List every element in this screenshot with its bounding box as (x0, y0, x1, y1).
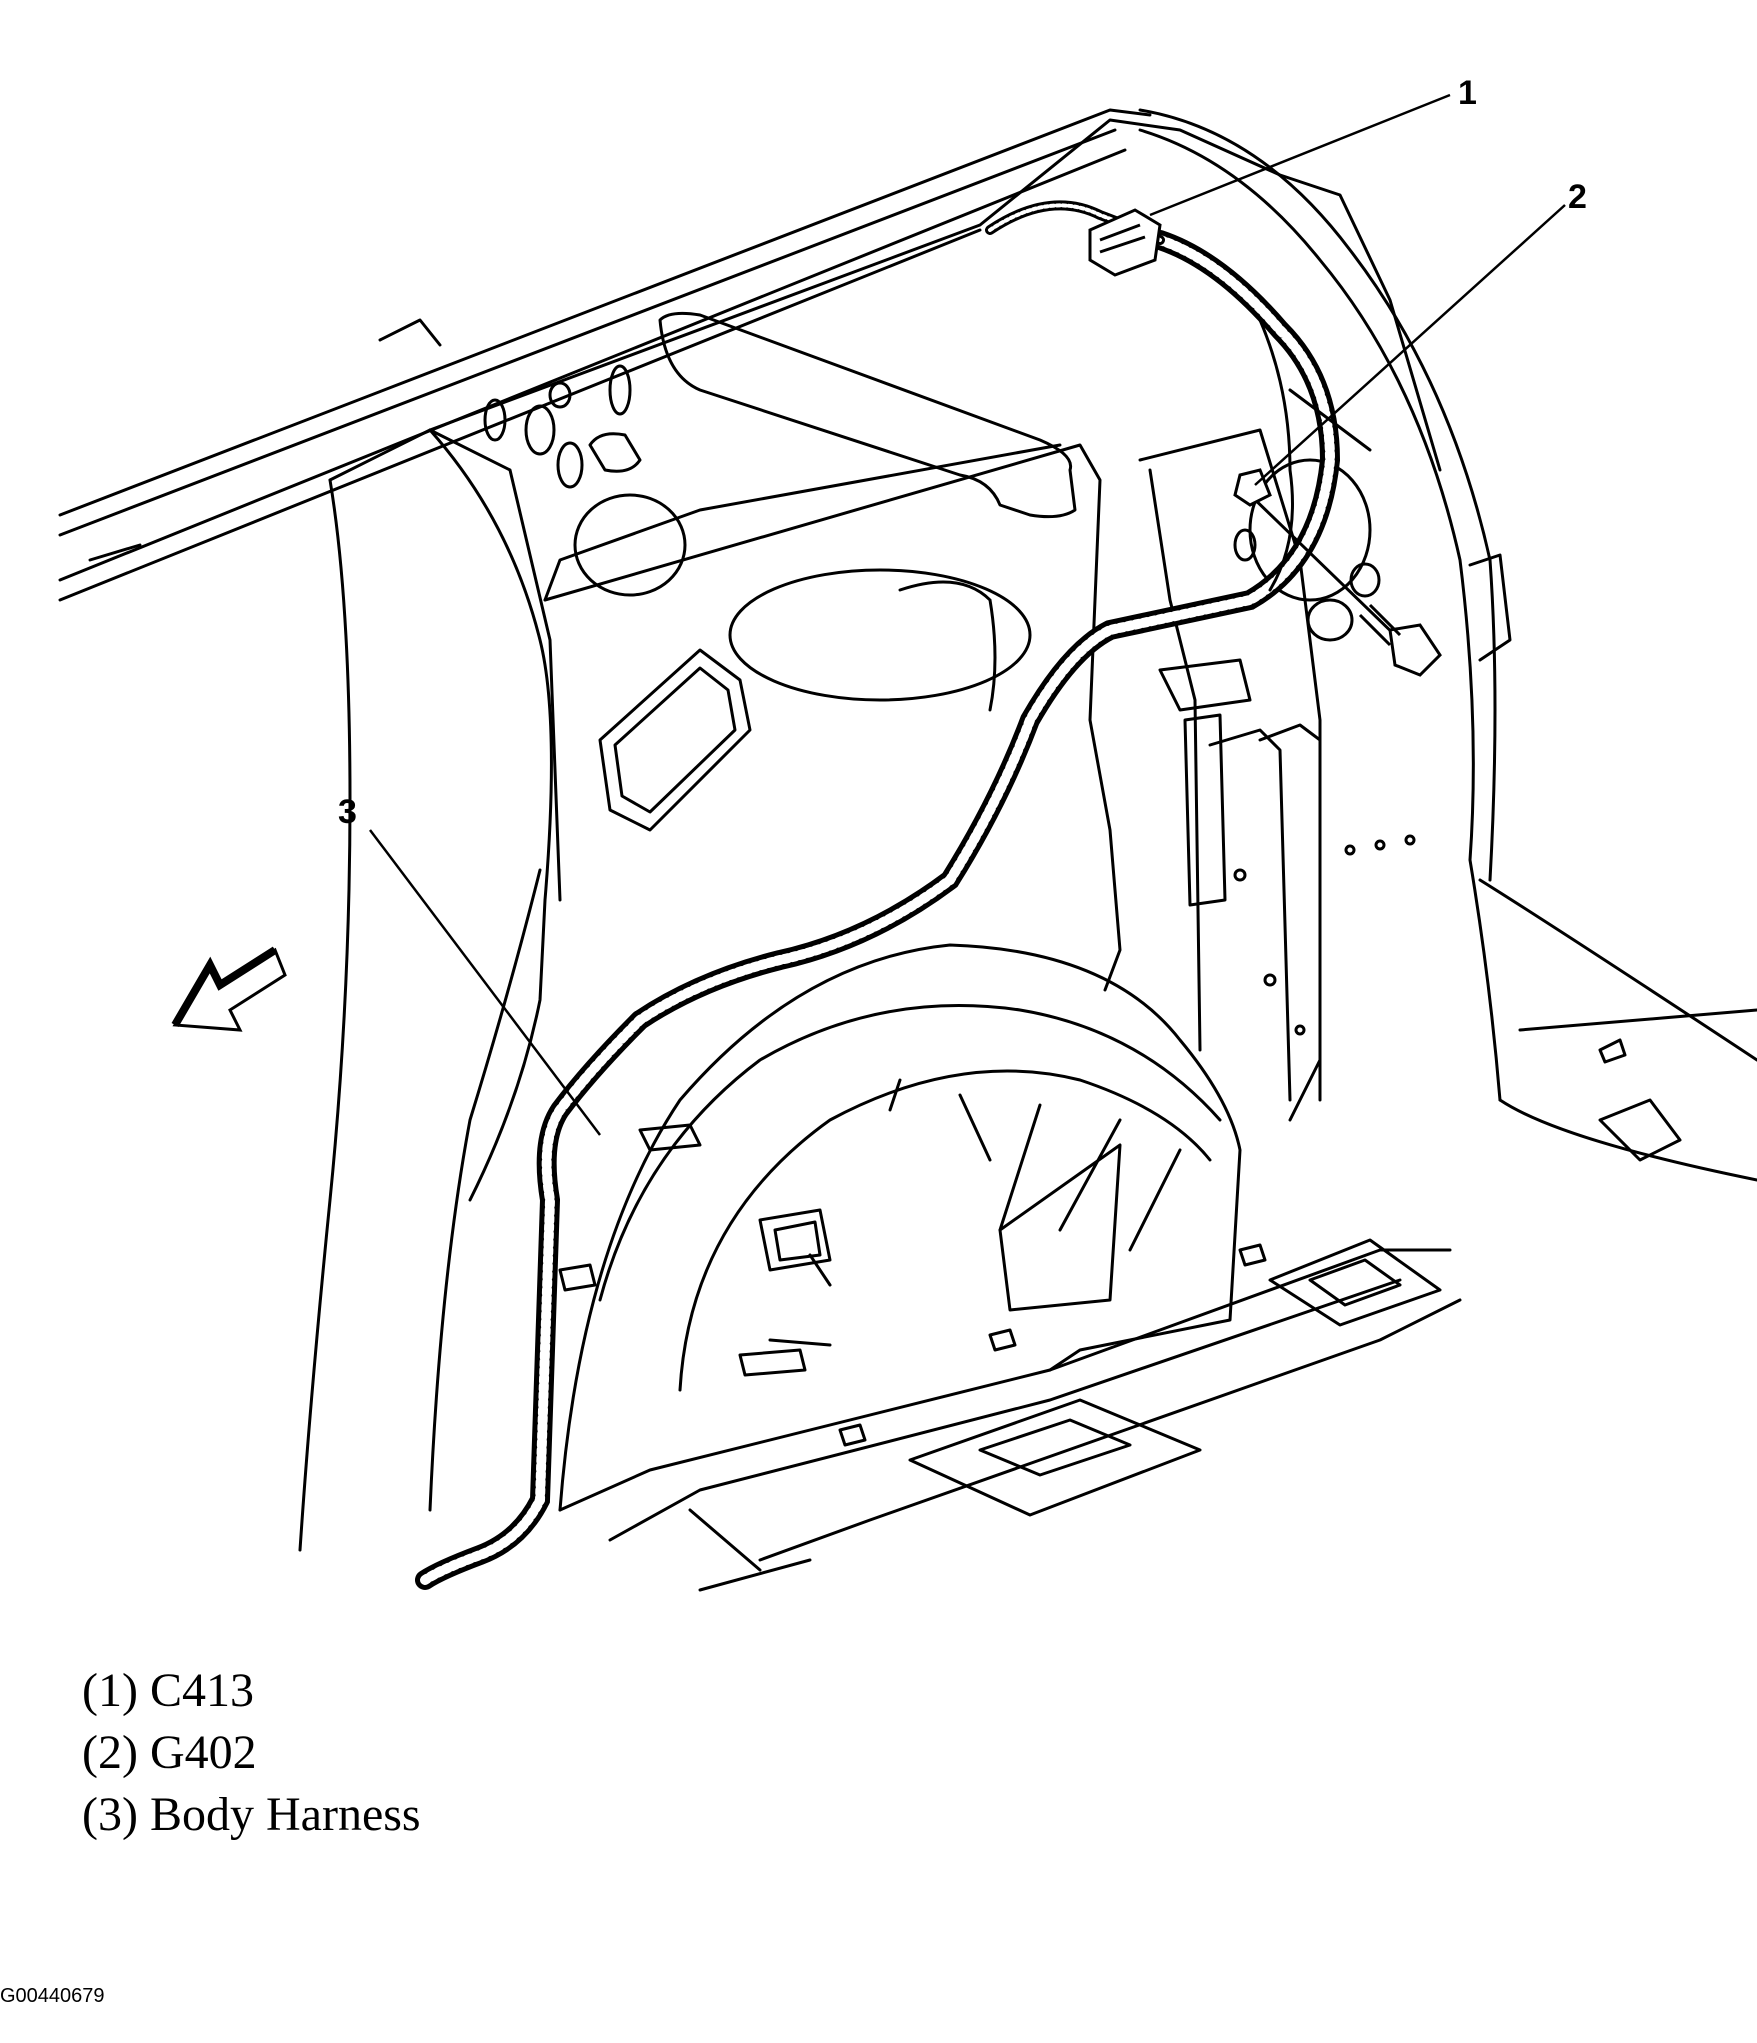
floor-panel (558, 1248, 1452, 1512)
floor-panel (608, 1278, 1402, 1542)
wheel-house (558, 943, 1242, 1512)
panel-hole (588, 432, 642, 473)
legend-prefix: (2) (82, 1726, 138, 1779)
callout-number-1: 1 (1458, 74, 1477, 112)
panel-hole (1344, 844, 1356, 856)
trunk-floor (1598, 1098, 1682, 1162)
callout-leaders (369, 93, 1566, 1136)
callout-number-2: 2 (1568, 178, 1587, 216)
wheel-house-slot (638, 1123, 702, 1152)
panel-opening (613, 666, 737, 814)
roof-rail (58, 108, 1152, 602)
leader-line-1 (1149, 93, 1451, 217)
trunk-floor (1518, 1008, 1757, 1032)
wheel-house-rib (1128, 1148, 1182, 1252)
wheel-house-slot (738, 1348, 807, 1377)
c-pillar (328, 428, 553, 1202)
trunk-floor (1478, 878, 1757, 1062)
callout-number-3: 3 (338, 793, 357, 831)
panel-hole (1294, 1024, 1306, 1036)
floor-panel (688, 1508, 762, 1572)
legend-text: C413 (149, 1664, 254, 1717)
panel-hole (1349, 562, 1381, 598)
wheel-house-slot (558, 1263, 597, 1292)
forward-arrow-icon (171, 946, 287, 1032)
panel-hole (524, 404, 556, 456)
upper-rear-panel (428, 428, 562, 902)
rear-pillar-right (1208, 728, 1292, 1102)
panel-opening (598, 648, 752, 832)
panel-hole (1263, 973, 1277, 987)
wheel-house-rib (888, 1078, 902, 1112)
panel-opening (573, 493, 687, 597)
wheel-house-pocket (773, 1220, 822, 1262)
legend-item: (2) G402 (82, 1722, 421, 1784)
connector-icon (1088, 208, 1162, 277)
panel-hole (556, 441, 584, 489)
wheel-house-rib (998, 1103, 1042, 1232)
floor-pocket (1268, 1238, 1442, 1327)
floor-tab (838, 1423, 867, 1447)
panel-hole (1404, 834, 1416, 846)
c-pillar (428, 868, 542, 1512)
tail-lamp-pocket (1468, 553, 1512, 662)
floor-panel (758, 1298, 1462, 1562)
trunk-floor (1598, 1038, 1627, 1064)
legend-item: (1) C413 (82, 1660, 421, 1722)
leader-line-3 (369, 829, 601, 1136)
floor-tab (988, 1328, 1017, 1352)
rear-pillar-right (1138, 428, 1322, 1122)
panel-hole (548, 381, 572, 409)
panel-hole (1233, 528, 1257, 562)
wheel-house-pocket (998, 1143, 1122, 1312)
wheel-house (598, 1004, 1222, 1302)
panel-hole (1233, 868, 1247, 882)
figure-id: G00440679 (0, 1985, 105, 2007)
wheel-house-rib (958, 1093, 992, 1162)
floor-pocket (1308, 1258, 1402, 1307)
legend-prefix: (3) (82, 1788, 138, 1841)
legend-text: G402 (149, 1726, 257, 1779)
legend-item: (3) Body Harness (82, 1784, 421, 1846)
wheel-house-rib (1058, 1118, 1122, 1232)
vehicle-body-line-drawing (58, 93, 1757, 1592)
outer-quarter-edge (1138, 108, 1497, 882)
panel-opening (728, 568, 1032, 702)
wheel-house-pocket (758, 1208, 832, 1272)
panel-hole (1374, 839, 1386, 851)
floor-tab (1238, 1243, 1267, 1267)
outer-quarter-edge (1138, 128, 1502, 1102)
panel-hole (483, 398, 507, 442)
rear-pillar-right (1148, 468, 1202, 1052)
wheel-house-rib (768, 1338, 832, 1347)
rear-pillar-right (1258, 723, 1322, 1102)
legend-prefix: (1) (82, 1664, 138, 1717)
upper-rear-panel (428, 118, 1442, 472)
rear-window-opening (658, 311, 1077, 519)
legend-text: Body Harness (149, 1788, 421, 1841)
trunk-floor (1498, 1098, 1757, 1182)
floor-pocket (908, 1398, 1202, 1517)
inner-quarter-panel (543, 443, 1062, 602)
bolt-icon (1233, 468, 1442, 677)
panel-hole (608, 364, 632, 416)
floor-panel (698, 1558, 812, 1592)
leader-line-2 (1254, 204, 1566, 486)
latch-bracket (1158, 658, 1252, 712)
body-harness (415, 200, 1372, 1590)
wheel-house (678, 1069, 1212, 1392)
c-pillar (298, 478, 352, 1552)
panel-hole (1306, 598, 1354, 642)
wheel-house-rib (808, 1253, 832, 1287)
floor-pocket (978, 1418, 1132, 1477)
inner-quarter-panel (543, 443, 1122, 992)
legend: (1) C413 (2) G402 (3) Body Harness (82, 1660, 421, 1846)
latch-bracket (1183, 713, 1227, 907)
ground-stud-area (1248, 458, 1372, 602)
